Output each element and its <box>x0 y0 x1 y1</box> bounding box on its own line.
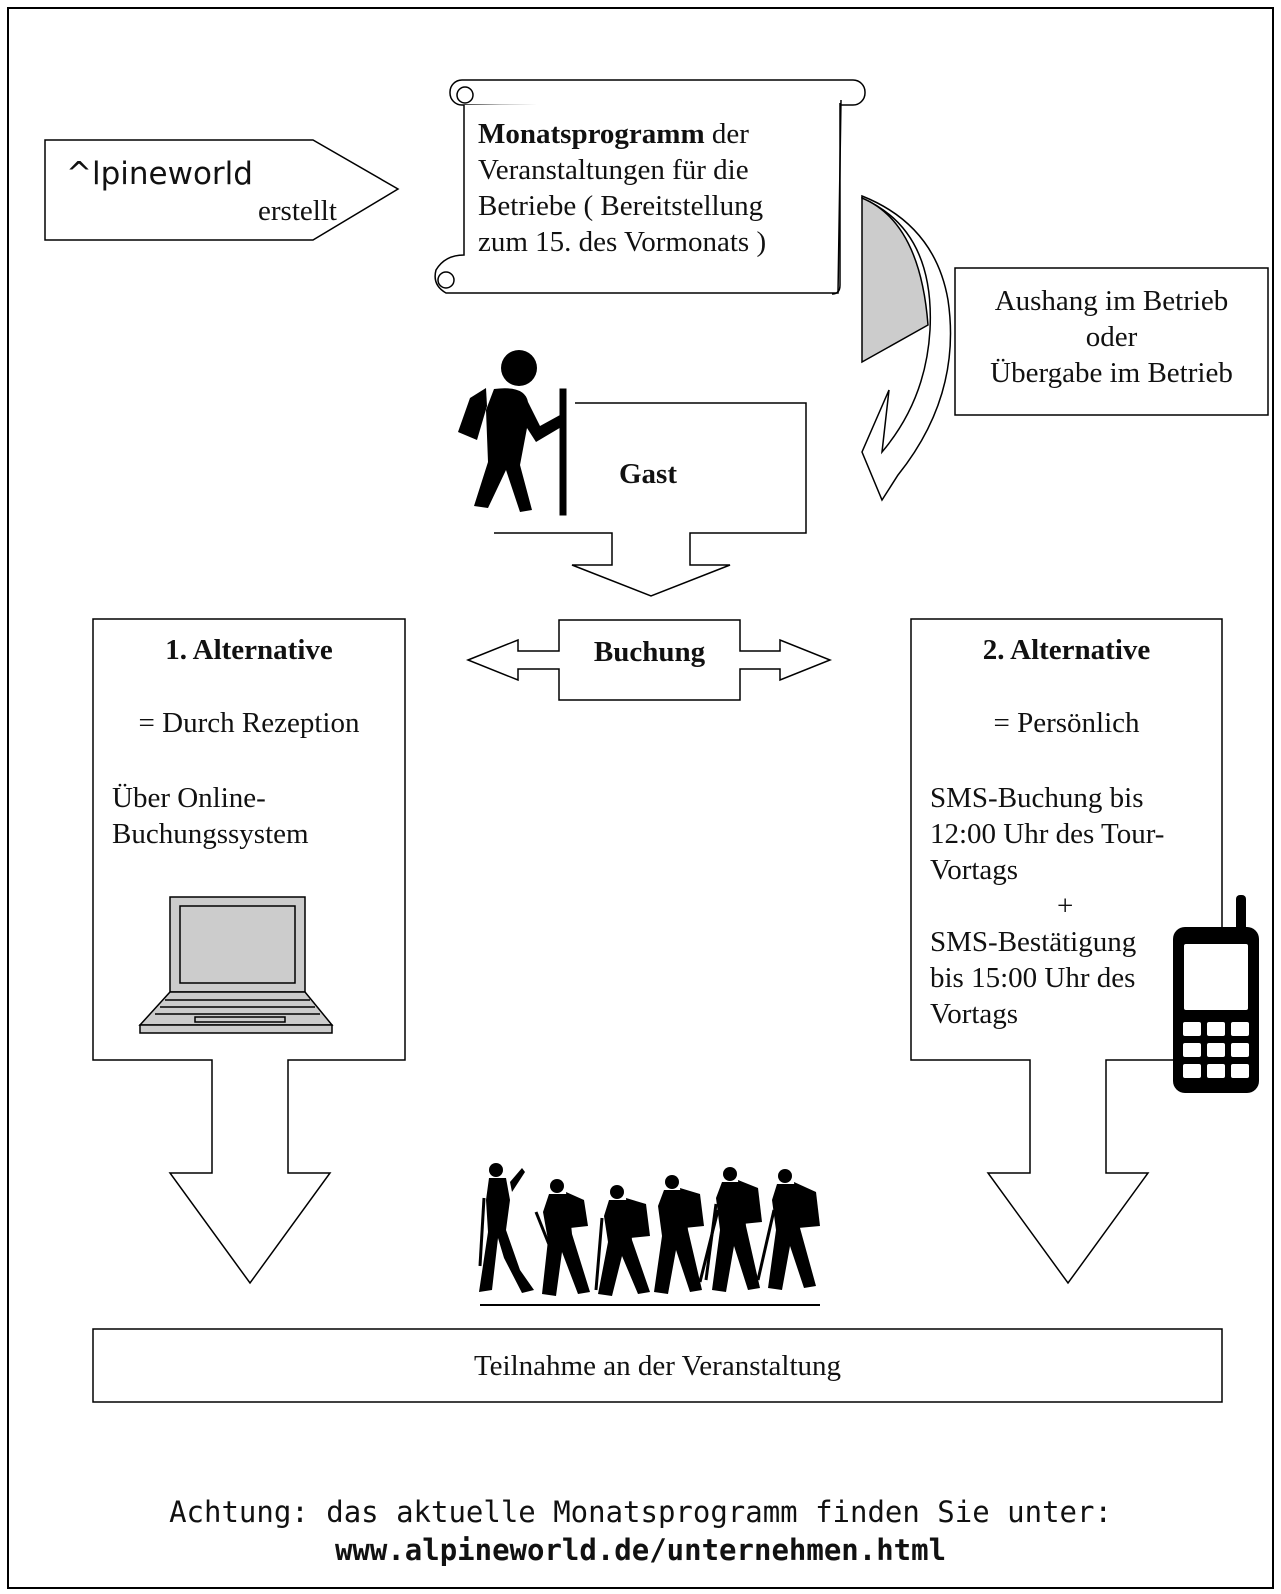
program-line-3: Betriebe ( Bereitstellung <box>478 190 764 222</box>
alt2-line-1: SMS-Buchung bis <box>930 782 1144 814</box>
page-frame <box>7 7 1274 1589</box>
program-title-rest: der <box>704 118 749 150</box>
program-line-2: Veranstaltungen für die <box>478 154 749 186</box>
brand-name: ^lpineworld <box>66 156 253 192</box>
hiker-icon <box>458 350 567 516</box>
alt2-text: SMS-Buchung bis 12:00 Uhr des Tour- Vort… <box>930 780 1164 1032</box>
distribution-line-2: oder <box>1085 321 1138 353</box>
alt1-line-1: Über Online- <box>112 782 266 814</box>
alt2-line-4: SMS-Bestätigung <box>930 926 1137 958</box>
laptop-icon <box>138 896 334 1034</box>
hiking-group-icon <box>478 1163 820 1306</box>
participation-label: Teilnahme an der Veranstaltung <box>473 1350 842 1382</box>
brand-action: erstellt <box>258 195 337 227</box>
distribution-box <box>954 267 1269 416</box>
alt2-line-2: 12:00 Uhr des Tour- <box>930 818 1165 850</box>
alt2-title: 2. Alternative <box>982 634 1151 666</box>
group-hiker-1 <box>478 1163 534 1293</box>
mobile-phone-icon <box>1173 895 1259 1093</box>
group-hiker-6 <box>756 1169 820 1290</box>
alt1-line-2: Buchungssystem <box>112 818 309 850</box>
participation-box <box>92 1328 1223 1403</box>
footer-url[interactable]: www.alpineworld.de/unternehmen.html <box>334 1533 947 1567</box>
group-hiker-5 <box>704 1167 762 1292</box>
alt2-line-5: bis 15:00 Uhr des <box>930 962 1136 994</box>
alt2-line-3: Vortags <box>930 854 1019 886</box>
curved-arrow <box>861 194 952 502</box>
alt1-subtitle: = Durch Rezeption <box>138 707 360 739</box>
guest-arrow-box <box>494 402 807 597</box>
program-text: Monatsprogramm der Veranstaltungen für d… <box>478 116 766 260</box>
program-title-line: Monatsprogramm der <box>478 116 766 152</box>
program-title: Monatsprogramm <box>478 118 705 150</box>
alt2-line-6: Vortags <box>930 998 1019 1030</box>
alt2-subtitle: = Persönlich <box>993 707 1140 739</box>
footer-note: Achtung: das aktuelle Monatsprogramm fin… <box>169 1495 1112 1529</box>
group-hiker-4 <box>654 1175 720 1294</box>
group-hiker-3 <box>594 1185 650 1296</box>
alt2-plus: + <box>1057 890 1074 922</box>
group-hiker-2 <box>534 1179 590 1296</box>
guest-label: Gast <box>619 458 677 490</box>
distribution-line-3: Übergabe im Betrieb <box>990 357 1233 389</box>
program-line-4: zum 15. des Vormonats ) <box>478 226 767 258</box>
booking-label: Buchung <box>593 636 706 668</box>
distribution-line-1: Aushang im Betrieb <box>994 285 1229 317</box>
distribution-text: Aushang im Betrieb oder Übergabe im Betr… <box>955 283 1268 391</box>
booking-arrow <box>465 619 833 701</box>
program-scroll <box>434 79 866 295</box>
alt1-title: 1. Alternative <box>165 634 333 666</box>
brand-box <box>44 139 400 241</box>
alt1-text: Über Online- Buchungssystem <box>112 780 309 852</box>
